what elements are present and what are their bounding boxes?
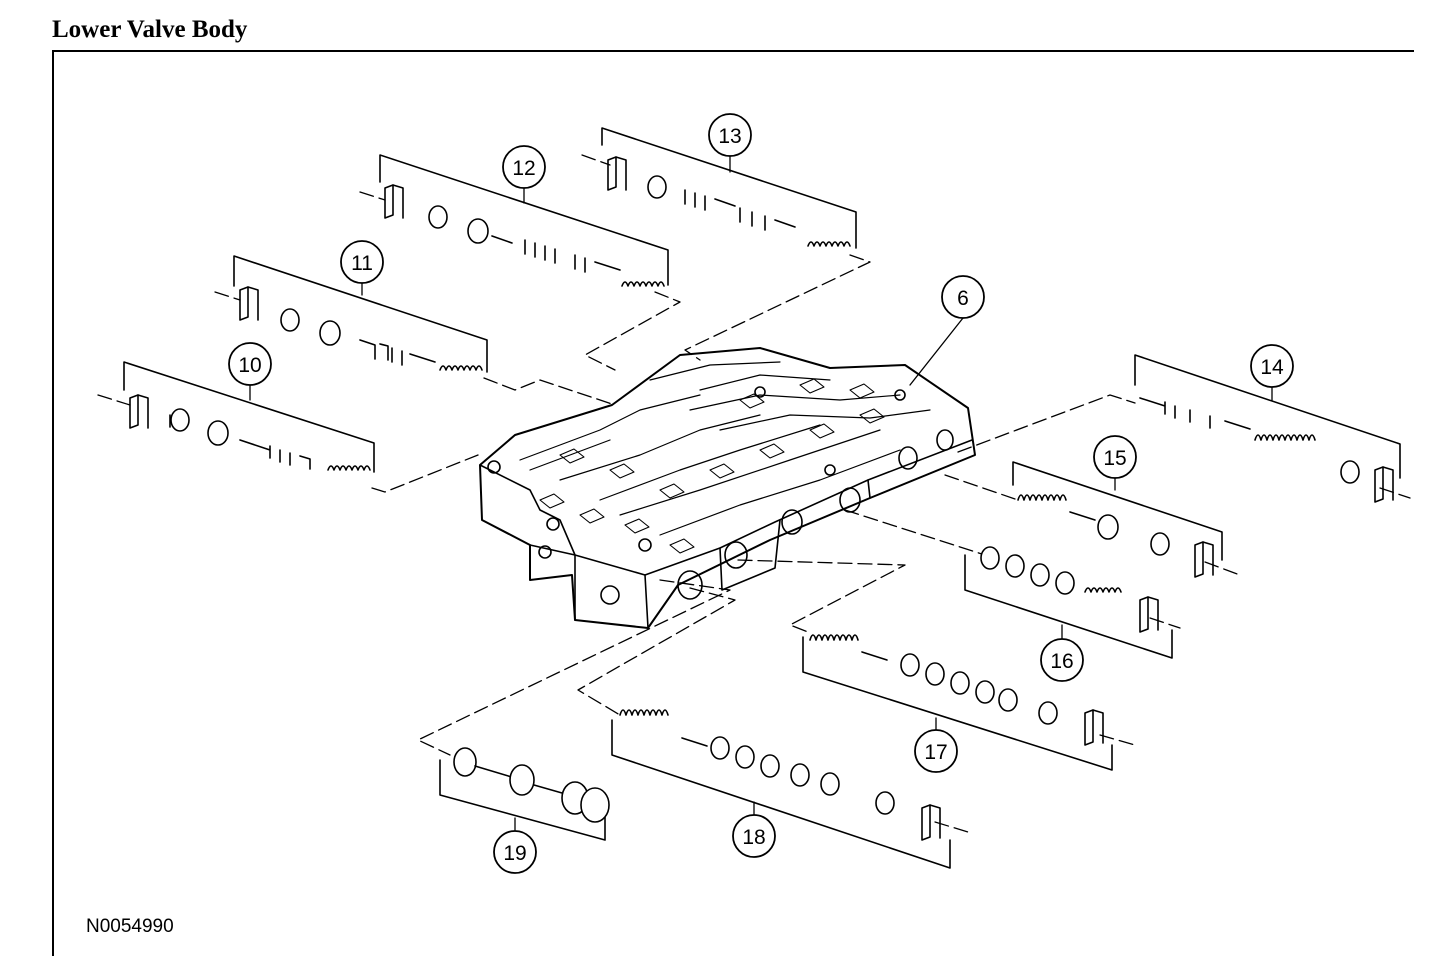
assembly-lines xyxy=(97,154,1411,833)
callout-10: 10 xyxy=(228,342,272,386)
valve-assembly-14 xyxy=(1134,354,1401,503)
svg-text:10: 10 xyxy=(238,354,261,377)
callout-17: 17 xyxy=(914,729,958,773)
svg-text:11: 11 xyxy=(351,252,373,275)
figure-id: N0054990 xyxy=(86,916,174,937)
valve-assembly-19 xyxy=(439,747,610,841)
svg-text:13: 13 xyxy=(718,125,741,148)
callout-15: 15 xyxy=(1093,435,1137,479)
lower-valve-body xyxy=(479,347,976,629)
callout-14: 14 xyxy=(1250,344,1294,388)
svg-text:12: 12 xyxy=(512,157,535,180)
callout-13: 13 xyxy=(708,113,752,157)
valve-assembly-13 xyxy=(601,127,857,249)
valve-assembly-11 xyxy=(233,255,488,373)
svg-text:6: 6 xyxy=(957,287,969,310)
valve-assembly-18 xyxy=(611,709,951,869)
callout-12: 12 xyxy=(502,145,546,189)
callout-18: 18 xyxy=(732,814,776,858)
valve-assembly-17 xyxy=(802,634,1113,771)
svg-text:16: 16 xyxy=(1050,650,1073,673)
diagram-frame xyxy=(52,50,1414,956)
diagram-title: Lower Valve Body xyxy=(52,16,248,43)
callout-19: 19 xyxy=(493,830,537,874)
callout-leaders xyxy=(249,155,1273,831)
valve-assembly-16 xyxy=(964,546,1173,659)
svg-text:18: 18 xyxy=(742,826,765,849)
svg-text:14: 14 xyxy=(1260,356,1284,379)
valve-assembly-15 xyxy=(1012,461,1223,578)
callout-11: 11 xyxy=(340,240,384,284)
callout-16: 16 xyxy=(1040,638,1084,682)
svg-text:17: 17 xyxy=(924,741,947,764)
svg-text:19: 19 xyxy=(503,842,526,865)
valve-assembly-10 xyxy=(123,361,375,473)
svg-text:15: 15 xyxy=(1103,447,1126,470)
callout-6: 6 xyxy=(941,275,985,319)
